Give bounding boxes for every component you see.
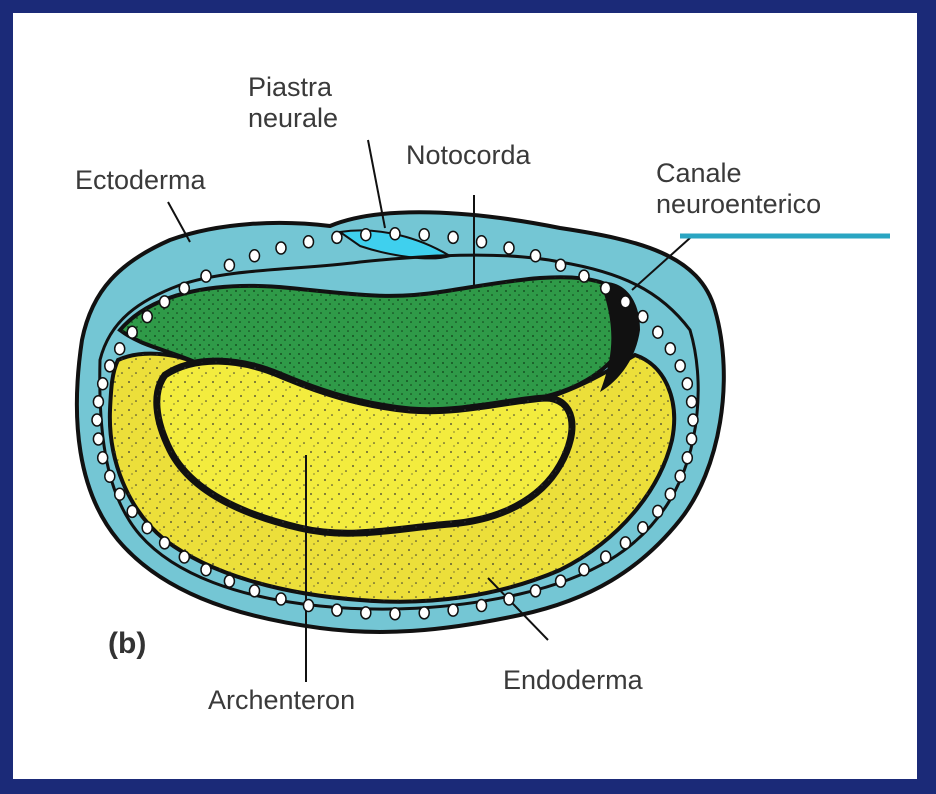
cell-nucleus xyxy=(687,396,697,408)
cell-nucleus xyxy=(601,282,611,294)
cell-nucleus xyxy=(531,585,541,597)
cell-nucleus xyxy=(665,488,675,500)
cell-nucleus xyxy=(579,270,589,282)
cell-nucleus xyxy=(579,564,589,576)
cell-nucleus xyxy=(93,433,103,445)
cell-nucleus xyxy=(224,575,234,587)
cell-nucleus xyxy=(477,236,487,248)
cell-nucleus xyxy=(179,551,189,563)
cell-nucleus xyxy=(361,229,371,241)
cell-nucleus xyxy=(675,470,685,482)
cell-nucleus xyxy=(419,229,429,241)
cell-nucleus xyxy=(201,564,211,576)
cell-nucleus xyxy=(682,452,692,464)
cell-nucleus xyxy=(160,296,170,308)
cell-nucleus xyxy=(556,259,566,271)
cell-nucleus xyxy=(332,604,342,616)
cell-nucleus xyxy=(98,452,108,464)
cell-nucleus xyxy=(92,414,102,426)
cell-nucleus xyxy=(115,488,125,500)
cell-nucleus xyxy=(665,343,675,355)
cell-nucleus xyxy=(638,522,648,534)
cell-nucleus xyxy=(304,236,314,248)
cell-nucleus xyxy=(179,282,189,294)
cell-nucleus xyxy=(477,600,487,612)
cell-nucleus xyxy=(142,311,152,323)
cell-nucleus xyxy=(638,311,648,323)
cell-nucleus xyxy=(276,593,286,605)
cell-nucleus xyxy=(276,242,286,254)
label-archenteron: Archenteron xyxy=(208,685,355,716)
cell-nucleus xyxy=(390,608,400,620)
cell-nucleus xyxy=(115,343,125,355)
cell-nucleus xyxy=(675,360,685,372)
cell-nucleus xyxy=(620,537,630,549)
cell-nucleus xyxy=(250,250,260,262)
cell-nucleus xyxy=(93,396,103,408)
cell-nucleus xyxy=(504,593,514,605)
cell-nucleus xyxy=(390,228,400,240)
cell-nucleus xyxy=(127,326,137,338)
cell-nucleus xyxy=(332,231,342,243)
cell-nucleus xyxy=(419,607,429,619)
label-ectoderma: Ectoderma xyxy=(75,165,206,196)
label-endoderma: Endoderma xyxy=(503,665,643,696)
cell-nucleus xyxy=(127,505,137,517)
cell-nucleus xyxy=(250,585,260,597)
cell-nucleus xyxy=(224,259,234,271)
cell-nucleus xyxy=(682,378,692,390)
label-notocorda: Notocorda xyxy=(406,140,531,171)
cell-nucleus xyxy=(142,522,152,534)
cell-nucleus xyxy=(688,414,698,426)
cell-nucleus xyxy=(105,470,115,482)
cell-nucleus xyxy=(160,537,170,549)
cell-nucleus xyxy=(504,242,514,254)
cell-nucleus xyxy=(620,296,630,308)
cell-nucleus xyxy=(201,270,211,282)
cell-nucleus xyxy=(653,326,663,338)
cell-nucleus xyxy=(304,600,314,612)
panel-letter: (b) xyxy=(108,627,146,661)
cell-nucleus xyxy=(687,433,697,445)
cell-nucleus xyxy=(98,378,108,390)
cell-nucleus xyxy=(531,250,541,262)
label-canale-neuroenterico: Canale neuroenterico xyxy=(656,158,821,220)
cell-nucleus xyxy=(448,231,458,243)
cell-nucleus xyxy=(105,360,115,372)
cell-nucleus xyxy=(601,551,611,563)
cell-nucleus xyxy=(448,604,458,616)
cell-nucleus xyxy=(556,575,566,587)
label-piastra-neurale: Piastra neurale xyxy=(248,72,338,134)
cell-nucleus xyxy=(653,505,663,517)
cell-nucleus xyxy=(361,607,371,619)
